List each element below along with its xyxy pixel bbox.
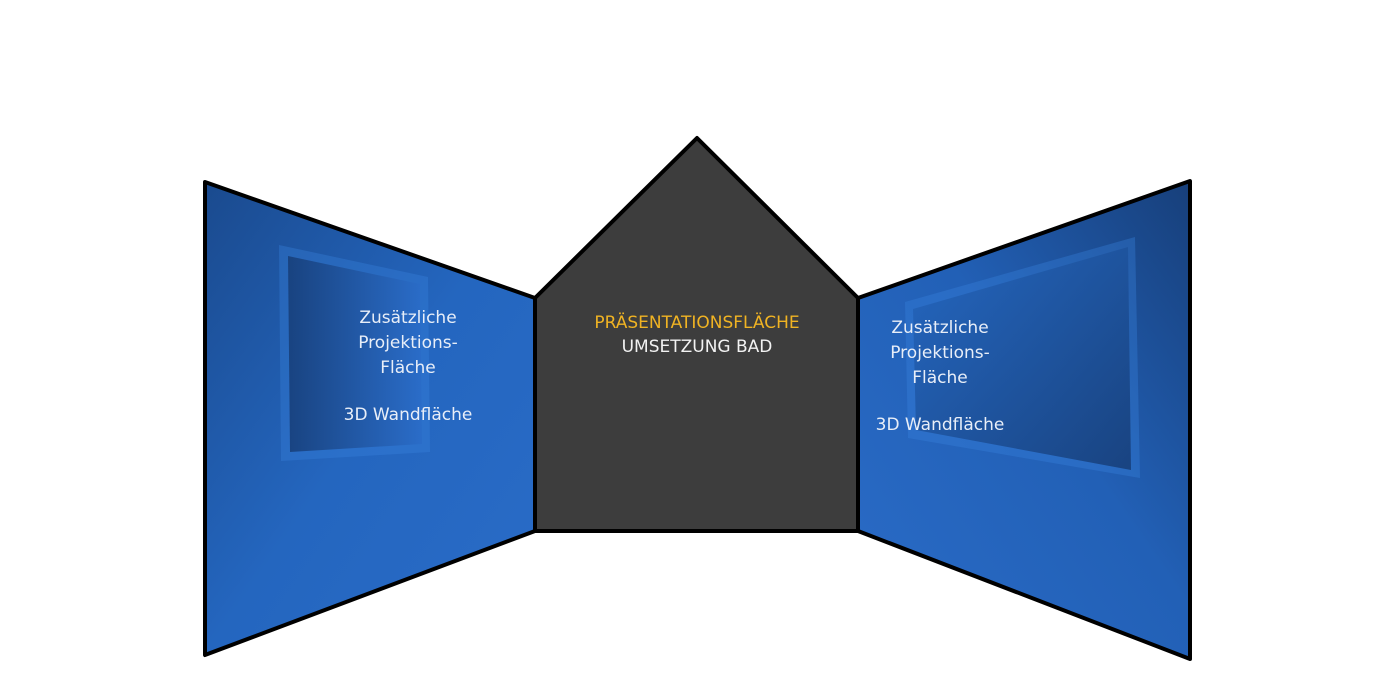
center-wall-surface	[533, 136, 860, 533]
left-wall-label-line2: Projektions-	[358, 333, 458, 353]
right-wall-label-line2: Projektions-	[890, 343, 990, 363]
right-wall-label-line4: 3D Wandfläche	[876, 415, 1005, 435]
left-wall-label-line4: 3D Wandfläche	[344, 405, 473, 425]
presentation-area-title: PRÄSENTATIONSFLÄCHE	[594, 312, 799, 333]
left-projection-screen	[288, 256, 422, 452]
center-wall: PRÄSENTATIONSFLÄCHE UMSETZUNG BAD	[533, 136, 860, 533]
presentation-area-subtitle: UMSETZUNG BAD	[622, 337, 773, 357]
right-wall: Zusätzliche Projektions- Fläche 3D Wandf…	[856, 179, 1192, 661]
left-wall: Zusätzliche Projektions- Fläche 3D Wandf…	[203, 180, 537, 657]
right-projection-screen	[913, 247, 1131, 470]
right-wall-label-line1: Zusätzliche	[891, 318, 988, 338]
left-wall-label-line3: Fläche	[380, 358, 436, 378]
right-wall-label-line3: Fläche	[912, 368, 968, 388]
left-wall-label-line1: Zusätzliche	[359, 308, 456, 328]
